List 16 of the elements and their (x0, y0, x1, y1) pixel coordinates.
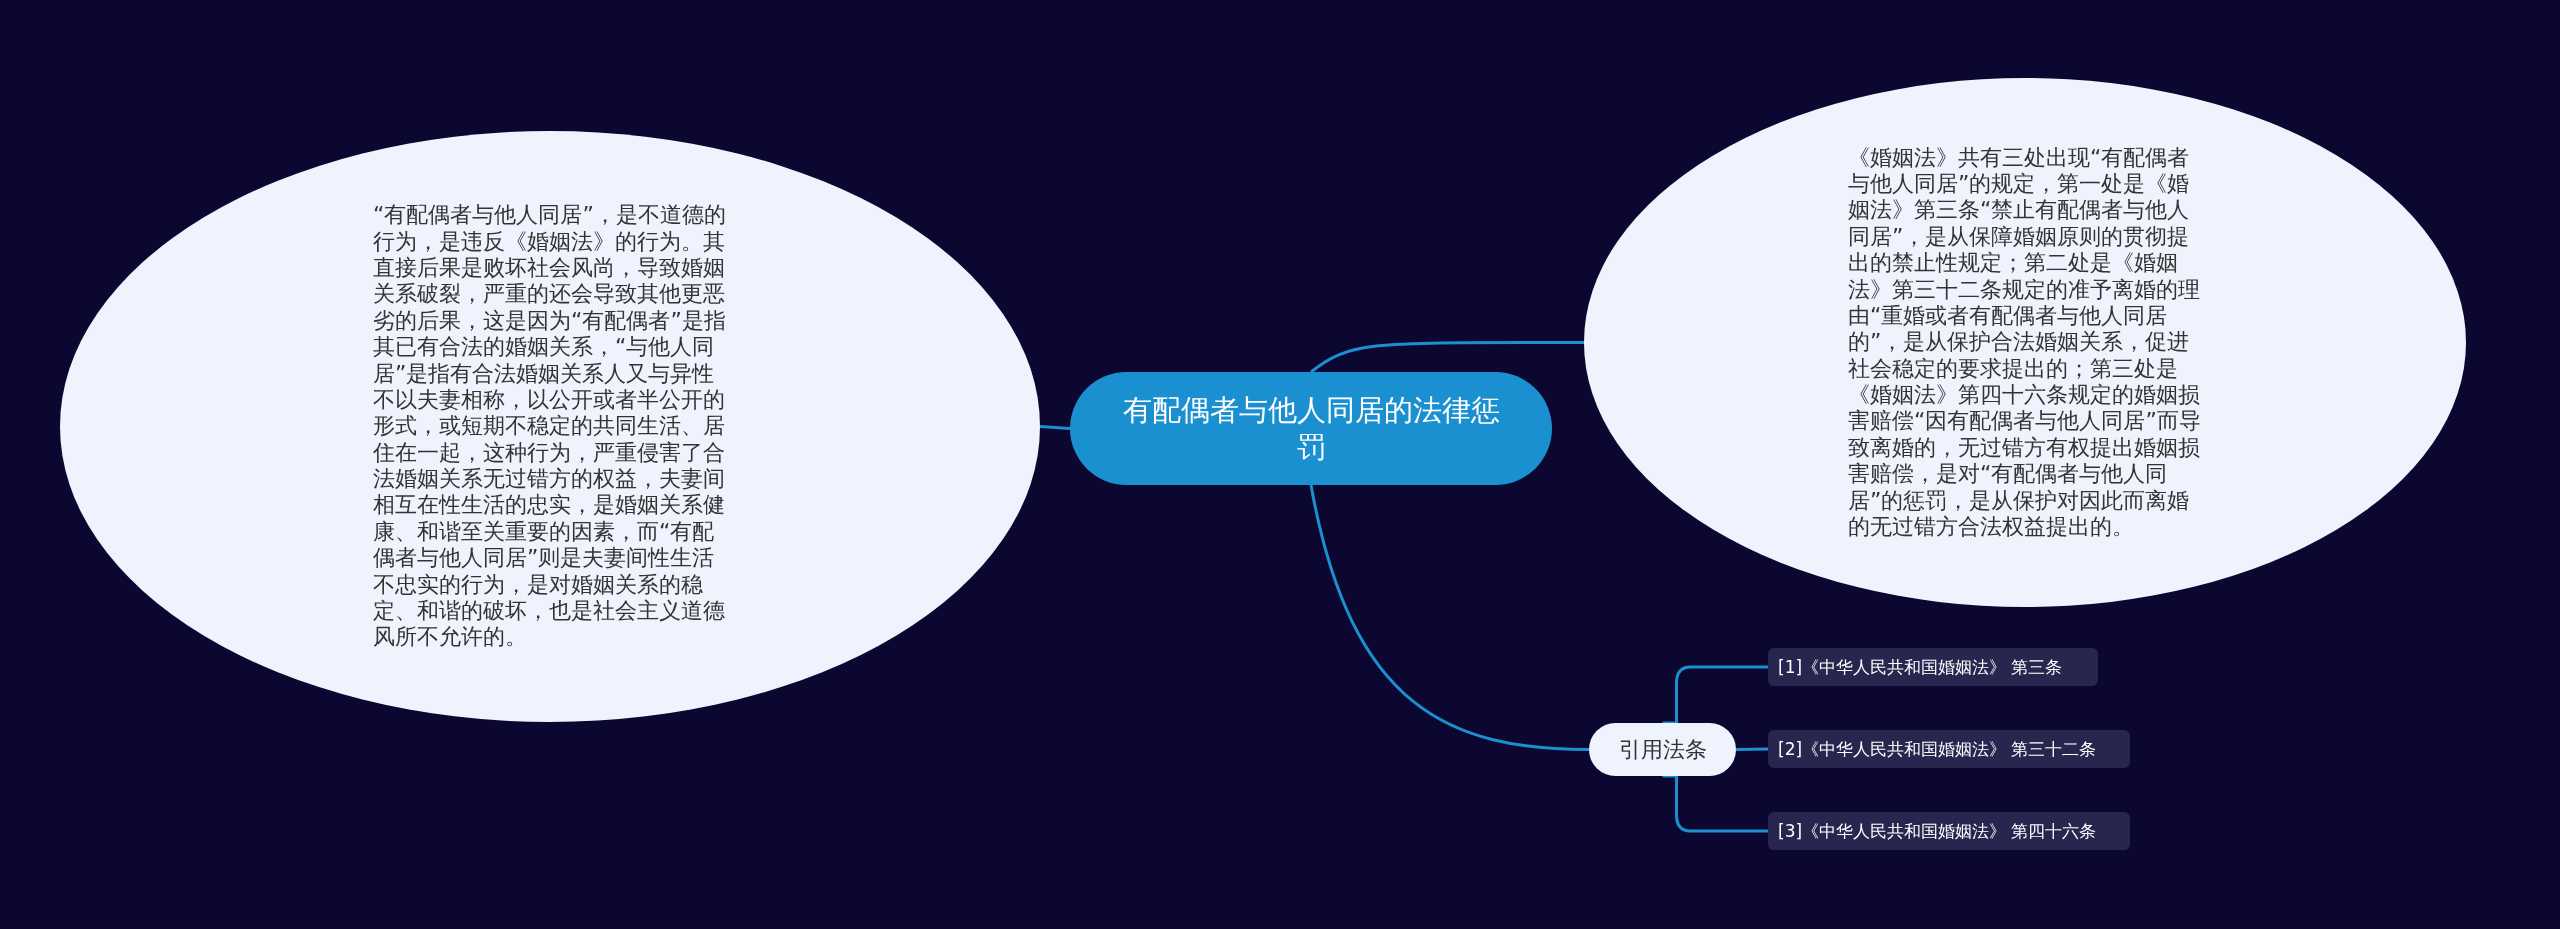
reference-box (1768, 648, 2098, 686)
connector-line (1309, 484, 1590, 751)
reference-box (1768, 730, 2130, 768)
connector-line (1039, 425, 1071, 430)
reference-box (1768, 812, 2130, 850)
node-text: [3]《中华人民共和国婚姻法》 第四十六条 (1778, 819, 2097, 843)
node-text: 《婚姻法》共有三处出现“有配偶者与他人同居”的规定，第一处是《婚姻法》第三条“禁止有配偶者与他人同居”，是从保障婚姻原则的贯彻提出的禁止性规定；第二处是《婚姻法》第三十二条规定的准予离婚的理由“重婚或者有配偶者与他人同居的”，是从保护合法婚姻关系，促进社会稳定的要求提出的；第三处是《婚姻法》第四十六条规定的婚姻损害赔偿“因有配偶者与他人同居”而导致离婚的，无过错方有权提出婚姻损害赔偿，是对“有配偶者与他人同居”的惩罚，是从保护对因此而离婚的无过错方合法权益提出的。 (1848, 144, 2202, 541)
node-text: [2]《中华人民共和国婚姻法》 第三十二条 (1778, 737, 2097, 761)
connector-line (1662, 665, 1768, 725)
connector-line (1662, 774, 1768, 833)
node-text: 有配偶者与他人同居的法律惩罚 (1121, 392, 1501, 465)
connector-line (1310, 341, 1584, 374)
topic-box (1589, 723, 1736, 776)
node-text: [1]《中华人民共和国婚姻法》 第三条 (1778, 655, 2063, 679)
node-text: “有配偶者与他人同居”，是不道德的行为，是违反《婚姻法》的行为。其直接后果是败坏社会风尚，导致婚姻关系破裂，严重的还会导致其他更恶劣的后果，这是因为“有配偶者”是指其已有合法的婚姻关系，“与他人同居”是指有合法婚姻关系人又与异性不以夫妻相称，以公开或者半公开的形式，或短期不稳定的共同生活、居住在一起，这种行为，严重侵害了合法婚姻关系无过错方的权益，夫妻间相互在性生活的忠实，是婚姻关系健康、和谐至关重要的因素，而“有配偶者与他人同居”则是夫妻间性生活不忠实的行为，是对婚姻关系的稳定、和谐的破坏，也是社会主义道德风所不允许的。 (373, 202, 727, 651)
node-text: 引用法条 (1618, 735, 1707, 764)
